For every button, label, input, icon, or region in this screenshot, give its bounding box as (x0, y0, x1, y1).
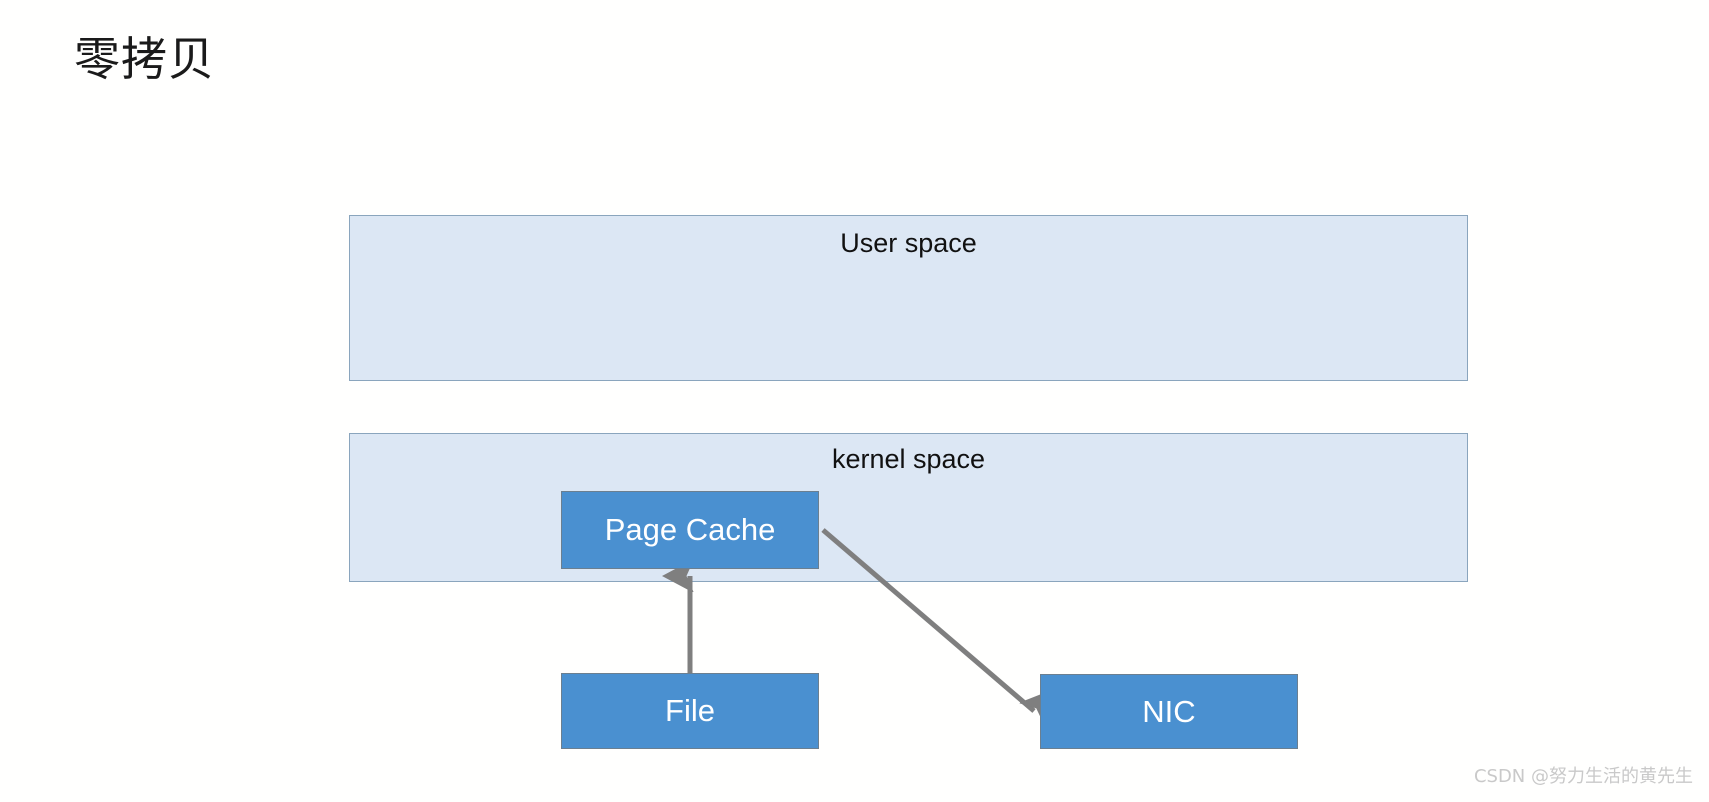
kernel-space-label: kernel space (831, 444, 986, 474)
kernel-space-container: kernel space (349, 433, 1468, 582)
user-space-label: User space (840, 228, 977, 258)
node-nic[interactable]: NIC (1040, 674, 1298, 749)
node-page-cache[interactable]: Page Cache (561, 491, 819, 569)
csdn-watermark: CSDN @努力生活的黄先生 (1473, 766, 1693, 787)
user-space-container: User space (349, 215, 1468, 381)
node-file[interactable]: File (561, 673, 819, 749)
page-title: 零拷贝 (74, 32, 215, 86)
